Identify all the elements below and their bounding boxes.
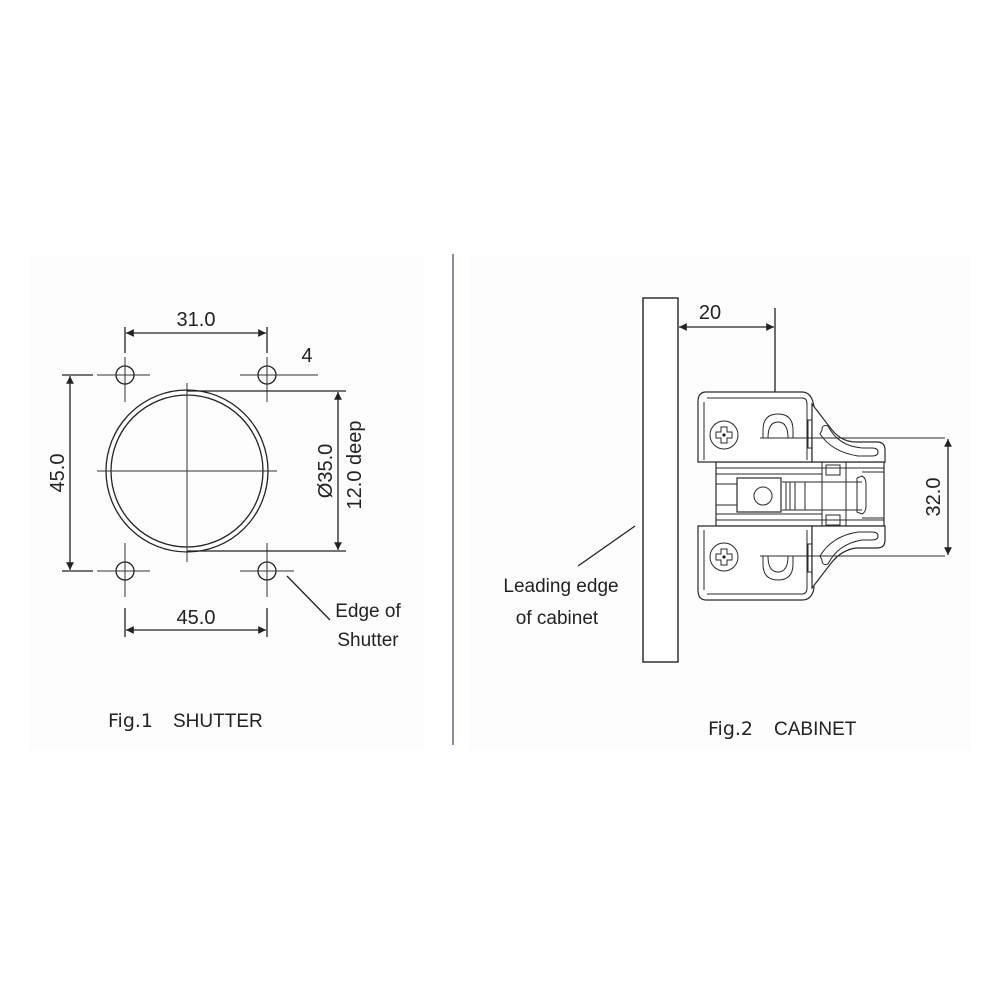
dim-bottom-hole-spacing: 45.0 bbox=[177, 607, 216, 629]
figure1-shutter: 31.0 4 45.0 bbox=[47, 309, 401, 732]
dim-screw-spacing: 32.0 bbox=[923, 478, 945, 517]
dim-hole-diameter: 4 bbox=[301, 345, 312, 367]
figure1-caption-title: SHUTTER bbox=[173, 711, 263, 732]
dim-bore-diameter: Ø35.0 bbox=[315, 444, 337, 498]
callout-leading-edge-line2: of cabinet bbox=[516, 608, 599, 629]
figure2-caption-prefix: Fig.2 bbox=[708, 718, 753, 740]
screw-hole-top-left bbox=[97, 357, 150, 402]
screw-hole-bottom-left bbox=[97, 543, 150, 597]
dim-vertical-hole-spacing: 45.0 bbox=[47, 454, 69, 493]
figure1-panel bbox=[30, 255, 425, 750]
screw-hole-bottom-right bbox=[240, 543, 294, 597]
figure2-caption-title: CABINET bbox=[774, 719, 857, 740]
dim-bore-depth: 12.0 deep bbox=[344, 421, 366, 510]
screw-hole-top-right bbox=[240, 357, 318, 402]
figure1-caption-prefix: Fig.1 bbox=[108, 710, 153, 732]
callout-edge-of-shutter-line1: Edge of bbox=[335, 601, 401, 622]
callout-edge-of-shutter-line2: Shutter bbox=[337, 630, 399, 651]
dim-top-hole-spacing: 31.0 bbox=[177, 309, 216, 331]
dim-edge-offset: 20 bbox=[699, 302, 721, 324]
cup-bore bbox=[97, 383, 277, 562]
figure2-cabinet: 20 bbox=[503, 297, 952, 740]
callout-leading-edge-line1: Leading edge bbox=[503, 576, 618, 597]
hinge-mounting-plate bbox=[697, 391, 945, 601]
cabinet-side-panel bbox=[642, 297, 679, 663]
